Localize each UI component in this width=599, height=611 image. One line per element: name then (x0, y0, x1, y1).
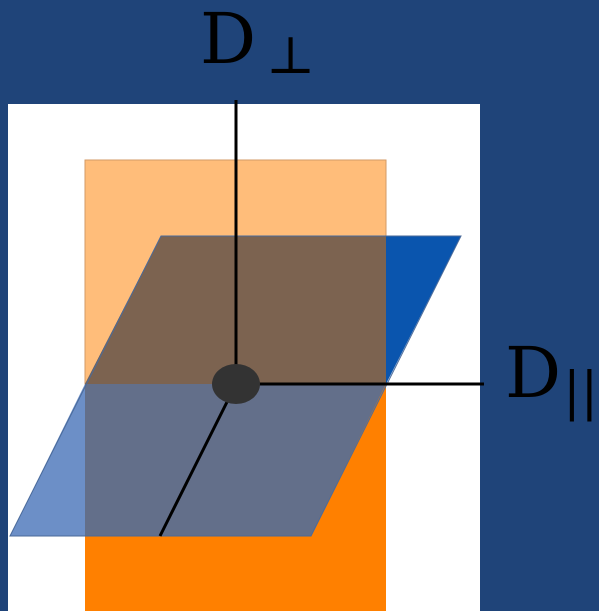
origin-point (212, 364, 260, 404)
horizontal-plane-front (85, 384, 386, 536)
depth-axis (158, 383, 238, 537)
horizontal-plane-outline (9, 235, 462, 537)
d-perpendicular-label: D⊥ (200, 4, 315, 82)
d-par-letter: D (505, 332, 562, 414)
d-perp-letter: D (200, 0, 257, 80)
perpendicular-subscript: ⊥ (266, 26, 316, 86)
d-parallel-label: D|| (505, 338, 598, 418)
parallel-subscript: || (563, 362, 599, 422)
